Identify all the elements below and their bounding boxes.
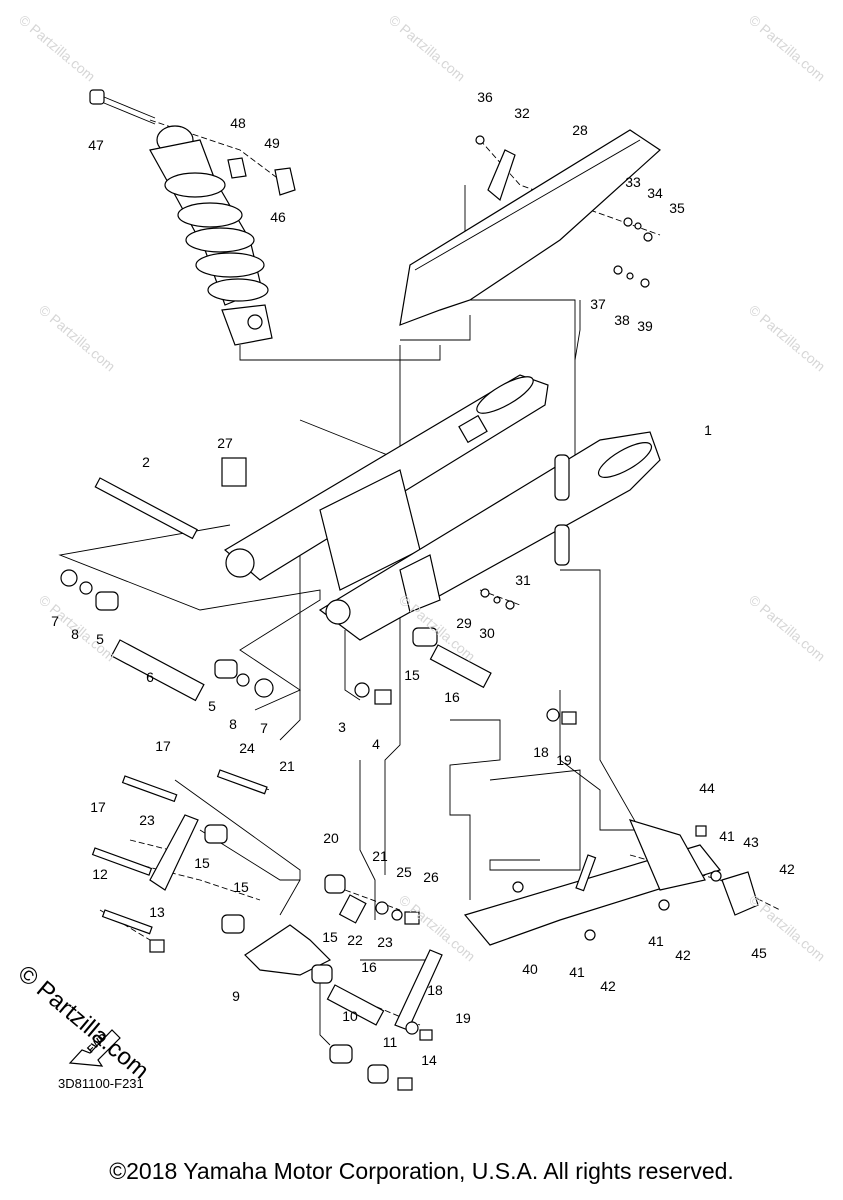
callout-40[interactable]: 40: [522, 961, 538, 977]
fwd-arrow-icon: [68, 1029, 121, 1067]
callout-16[interactable]: 16: [361, 959, 377, 975]
callout-30[interactable]: 30: [479, 625, 495, 641]
pivot-hardware: [60, 569, 577, 725]
callout-48[interactable]: 48: [230, 115, 246, 131]
callout-43[interactable]: 43: [743, 834, 759, 850]
callout-8[interactable]: 8: [229, 716, 237, 732]
callout-24[interactable]: 24: [239, 740, 255, 756]
callout-5[interactable]: 5: [208, 698, 216, 714]
callout-15[interactable]: 15: [194, 855, 210, 871]
callout-28[interactable]: 28: [572, 122, 588, 138]
callout-21[interactable]: 21: [372, 848, 388, 864]
callout-4[interactable]: 4: [372, 736, 380, 752]
callout-12[interactable]: 12: [92, 866, 108, 882]
callout-37[interactable]: 37: [590, 296, 606, 312]
callout-14[interactable]: 14: [421, 1052, 437, 1068]
callout-47[interactable]: 47: [88, 137, 104, 153]
callout-39[interactable]: 39: [637, 318, 653, 334]
callout-41[interactable]: 41: [719, 828, 735, 844]
callout-7[interactable]: 7: [51, 613, 59, 629]
callout-19[interactable]: 19: [455, 1010, 471, 1026]
callout-35[interactable]: 35: [669, 200, 685, 216]
callout-26[interactable]: 26: [423, 869, 439, 885]
callout-9[interactable]: 9: [232, 988, 240, 1004]
callout-21[interactable]: 21: [279, 758, 295, 774]
callout-41[interactable]: 41: [648, 933, 664, 949]
callout-22[interactable]: 22: [347, 932, 363, 948]
callout-18[interactable]: 18: [427, 982, 443, 998]
callout-15[interactable]: 15: [322, 929, 338, 945]
diagram-code: 3D81100-F231: [58, 1076, 144, 1091]
callout-42[interactable]: 42: [600, 978, 616, 994]
callout-42[interactable]: 42: [779, 861, 795, 877]
callout-5[interactable]: 5: [96, 631, 104, 647]
callout-23[interactable]: 23: [377, 934, 393, 950]
callout-27[interactable]: 27: [217, 435, 233, 451]
callout-42[interactable]: 42: [675, 947, 691, 963]
callout-29[interactable]: 29: [456, 615, 472, 631]
callout-33[interactable]: 33: [625, 174, 641, 190]
callout-2[interactable]: 2: [142, 454, 150, 470]
callout-8[interactable]: 8: [71, 626, 79, 642]
callout-46[interactable]: 46: [270, 209, 286, 225]
callout-15[interactable]: 15: [233, 879, 249, 895]
callout-6[interactable]: 6: [146, 669, 154, 685]
callout-18[interactable]: 18: [533, 744, 549, 760]
swingarm: [94, 374, 661, 641]
callout-25[interactable]: 25: [396, 864, 412, 880]
callout-1[interactable]: 1: [704, 422, 712, 438]
callout-32[interactable]: 32: [514, 105, 530, 121]
copyright-footer: ©2018 Yamaha Motor Corporation, U.S.A. A…: [109, 1158, 734, 1184]
chain-case-lower: [463, 819, 759, 946]
callout-34[interactable]: 34: [647, 185, 663, 201]
chain-guard-upper: [399, 129, 661, 326]
callout-45[interactable]: 45: [751, 945, 767, 961]
callout-17[interactable]: 17: [155, 738, 171, 754]
callout-49[interactable]: 49: [264, 135, 280, 151]
callout-23[interactable]: 23: [139, 812, 155, 828]
callout-19[interactable]: 19: [556, 752, 572, 768]
callout-38[interactable]: 38: [614, 312, 630, 328]
callout-16[interactable]: 16: [444, 689, 460, 705]
callout-36[interactable]: 36: [477, 89, 493, 105]
callout-31[interactable]: 31: [515, 572, 531, 588]
callout-10[interactable]: 10: [342, 1008, 358, 1024]
callout-20[interactable]: 20: [323, 830, 339, 846]
rear-shock-absorber: [89, 89, 296, 346]
rear-linkage: [91, 769, 443, 1091]
callout-13[interactable]: 13: [149, 904, 165, 920]
callout-17[interactable]: 17: [90, 799, 106, 815]
callout-41[interactable]: 41: [569, 964, 585, 980]
callout-3[interactable]: 3: [338, 719, 346, 735]
callout-11[interactable]: 11: [382, 1034, 398, 1050]
callout-7[interactable]: 7: [260, 720, 268, 736]
callout-44[interactable]: 44: [699, 780, 715, 796]
callout-15[interactable]: 15: [404, 667, 420, 683]
